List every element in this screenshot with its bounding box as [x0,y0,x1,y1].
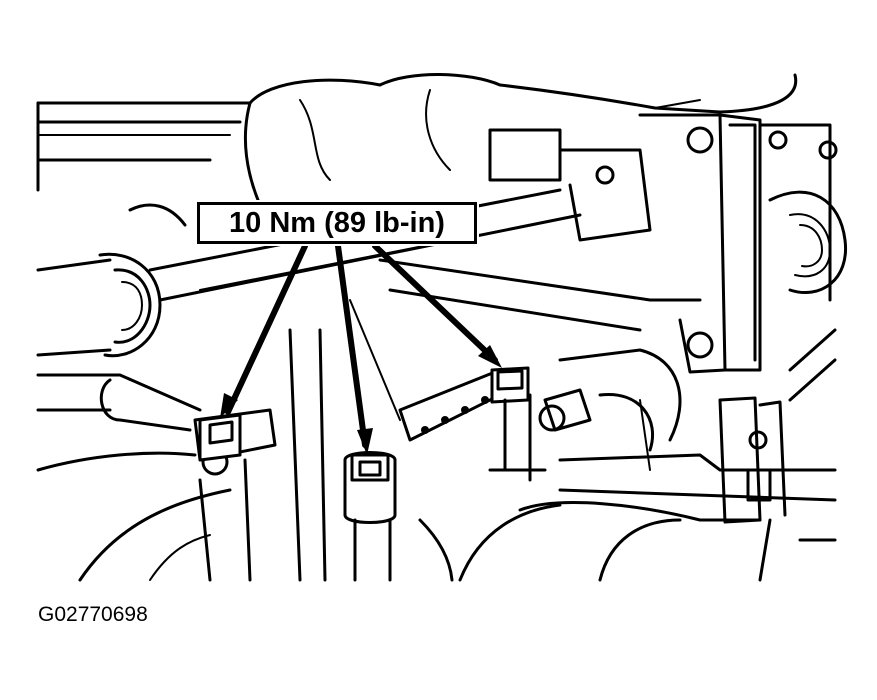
torque-spec-callout: 10 Nm (89 lb-in) [195,200,479,246]
lower-manifold [458,348,837,582]
throttle-body [638,113,848,374]
bolt-center [343,451,397,582]
arrow-pointer-icon [372,243,502,368]
bottom-housing [78,488,454,582]
bolt-left [198,413,242,462]
right-lower-bracket [718,328,837,542]
upper-left-frame-lines [36,101,252,192]
bolt-right [488,366,547,482]
figure-code: G02770698 [38,603,148,626]
left-hose [36,203,187,358]
arrow-pointer-icon [220,243,308,418]
arrow-pointer-icon [335,243,373,455]
intake-plenum [243,73,798,242]
